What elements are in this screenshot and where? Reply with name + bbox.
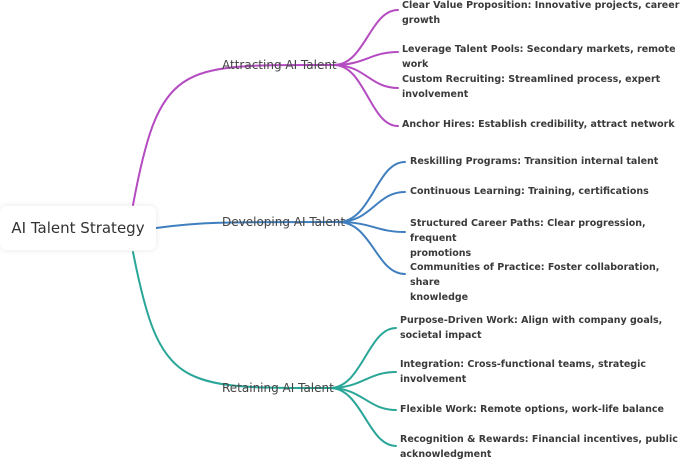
leaf-line: Custom Recruiting: Streamlined process, … xyxy=(402,74,661,85)
leaf-line: Communities of Practice: Foster collabor… xyxy=(410,262,660,288)
connector-developing-leaf-1 xyxy=(337,161,406,223)
connector-root-retaining xyxy=(132,251,331,390)
leaf-attracting-4[interactable]: Anchor Hires: Establish credibility, att… xyxy=(402,117,682,132)
leaf-line: Anchor Hires: Establish credibility, att… xyxy=(402,119,675,130)
branch-developing-label[interactable]: Developing AI Talent xyxy=(222,215,346,229)
leaf-line: Structured Career Paths: Clear progressi… xyxy=(410,218,646,244)
connector-attracting-leaf-3 xyxy=(333,64,399,89)
root-node[interactable]: AI Talent Strategy xyxy=(0,206,156,250)
connector-developing-leaf-4 xyxy=(337,221,406,275)
leaf-line: knowledge xyxy=(410,292,469,303)
leaf-line: Flexible Work: Remote options, work-life… xyxy=(400,404,664,415)
connector-root-attracting xyxy=(132,63,335,206)
connector-retaining-leaf-1 xyxy=(329,327,397,389)
leaf-line: societal impact xyxy=(400,330,482,341)
connector-retaining-leaf-4 xyxy=(329,387,397,447)
leaf-line: Purpose-Driven Work: Align with company … xyxy=(400,315,663,326)
leaf-line: Integration: Cross-functional teams, str… xyxy=(400,359,646,370)
leaf-developing-4[interactable]: Communities of Practice: Foster collabor… xyxy=(410,260,682,305)
leaf-retaining-1[interactable]: Purpose-Driven Work: Align with company … xyxy=(400,313,682,343)
branch-retaining-label[interactable]: Retaining AI Talent xyxy=(222,381,334,395)
leaf-line: promotions xyxy=(410,248,472,259)
connector-root-developing xyxy=(155,221,339,229)
branch-attracting-label[interactable]: Attracting AI Talent xyxy=(222,58,337,72)
leaf-line: involvement xyxy=(400,374,467,385)
leaf-retaining-3[interactable]: Flexible Work: Remote options, work-life… xyxy=(400,402,682,417)
connector-retaining-leaf-3 xyxy=(329,387,397,411)
leaf-retaining-4[interactable]: Recognition & Rewards: Financial incenti… xyxy=(400,432,682,462)
leaf-attracting-1[interactable]: Clear Value Proposition: Innovative proj… xyxy=(402,0,682,28)
leaf-line: growth xyxy=(402,15,441,26)
connector-developing-leaf-2 xyxy=(337,191,406,223)
leaf-retaining-2[interactable]: Integration: Cross-functional teams, str… xyxy=(400,357,682,387)
leaf-developing-3[interactable]: Structured Career Paths: Clear progressi… xyxy=(410,216,682,261)
leaf-line: acknowledgment xyxy=(400,449,492,460)
leaf-developing-1[interactable]: Reskilling Programs: Transition internal… xyxy=(410,154,682,169)
connector-attracting-leaf-4 xyxy=(333,64,399,127)
leaf-line: Clear Value Proposition: Innovative proj… xyxy=(402,0,680,11)
leaf-developing-2[interactable]: Continuous Learning: Training, certifica… xyxy=(410,184,682,199)
leaf-line: involvement xyxy=(402,89,469,100)
leaf-line: Leverage Talent Pools: Secondary markets… xyxy=(402,44,676,70)
leaf-attracting-3[interactable]: Custom Recruiting: Streamlined process, … xyxy=(402,72,682,102)
leaf-line: Recognition & Rewards: Financial incenti… xyxy=(400,434,678,445)
connector-attracting-leaf-1 xyxy=(333,9,399,66)
root-label: AI Talent Strategy xyxy=(11,219,145,237)
leaf-attracting-2[interactable]: Leverage Talent Pools: Secondary markets… xyxy=(402,42,684,72)
leaf-line: Reskilling Programs: Transition internal… xyxy=(410,156,659,167)
leaf-line: Continuous Learning: Training, certifica… xyxy=(410,186,649,197)
